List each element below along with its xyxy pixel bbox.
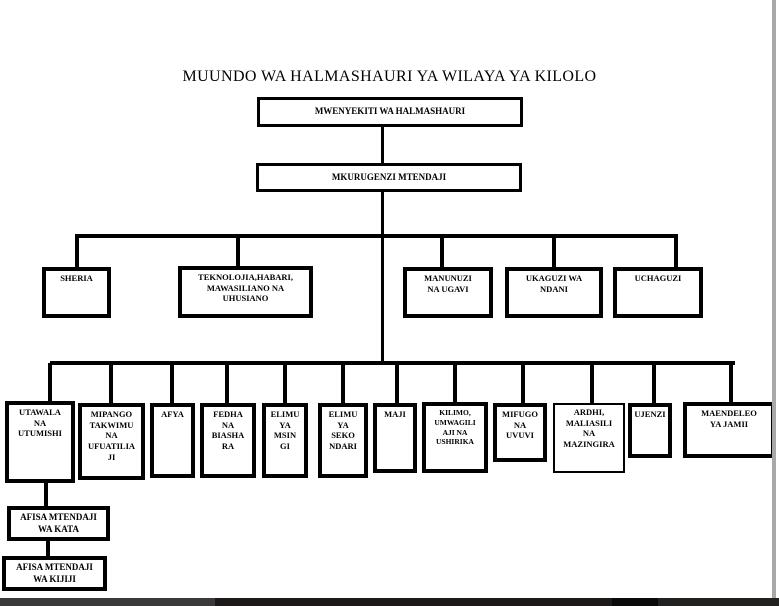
box-maendeleo: MAENDELEO YA JAMII [683, 402, 775, 458]
connector-drop-elimu-sekondari [341, 363, 345, 403]
box-sheria: SHERIA [42, 267, 111, 318]
box-uchaguzi: UCHAGUZI [613, 267, 703, 318]
box-ujenzi: UJENZI [628, 403, 672, 458]
connector-drop-ujenzi [652, 363, 656, 403]
box-ukaguzi: UKAGUZI WA NDANI [505, 267, 603, 318]
connector-drop-ardhi [590, 363, 594, 403]
connector-drop-utawala [48, 363, 52, 403]
connector-drop-maji [395, 363, 399, 403]
connector-drop-fedha [225, 363, 229, 403]
connector-drop-kilimo [453, 363, 457, 403]
connector-drop-afya [170, 363, 174, 403]
connector-drop-maendeleo [729, 363, 733, 403]
connector-drop-manunuzi [440, 236, 444, 267]
connector-row2-horizontal [75, 234, 678, 238]
box-kilimo: KILIMO, UMWAGILI AJI NA USHIRIKA [422, 402, 488, 473]
box-maji: MAJI [373, 403, 417, 473]
connector-drop-uchaguzi [674, 236, 678, 267]
box-elimu-msingi: ELIMU YA MSIN GI [262, 403, 308, 478]
box-manunuzi: MANUNUZI NA UGAVI [403, 267, 493, 318]
chart-title: MUUNDO WA HALMASHAURI YA WILAYA YA KILOL… [182, 68, 597, 85]
box-ardhi: ARDHI, MALIASILI NA MAZINGIRA [553, 403, 625, 473]
taskbar-strip-dark [612, 598, 658, 606]
box-mwenyekiti: MWENYEKITI WA HALMASHAURI [257, 97, 523, 127]
taskbar-strip-main [215, 598, 612, 606]
connector-trunk-2 [381, 192, 384, 363]
box-elimu-sekondari: ELIMU YA SEKO NDARI [318, 403, 368, 478]
box-afisa-kata: AFISA MTENDAJI WA KATA [7, 506, 110, 541]
taskbar-strip-right [658, 598, 779, 606]
box-afya: AFYA [150, 403, 195, 478]
box-teknolojia: TEKNOLOJIA,HABARI, MAWASILIANO NA UHUSIA… [178, 266, 313, 318]
box-afisa-kijiji: AFISA MTENDAJI WA KIJIJI [2, 556, 107, 591]
connector-utawala-kata [44, 483, 48, 507]
box-mipango: MIPANGO TAKWIMU NA UFUATILIA JI [78, 403, 145, 480]
connector-drop-sheria [75, 236, 79, 267]
box-fedha: FEDHA NA BIASHA RA [200, 403, 256, 478]
connector-drop-mipango [109, 363, 113, 403]
box-mifugo: MIFUGO NA UVUVI [493, 403, 547, 462]
box-utawala: UTAWALA NA UTUMISHI [5, 401, 75, 483]
connector-kata-kijiji [46, 541, 50, 557]
connector-drop-ukaguzi [552, 236, 556, 267]
connector-drop-mifugo [521, 363, 525, 403]
connector-drop-teknolojia [236, 236, 240, 267]
connector-row3-horizontal [50, 361, 735, 365]
connector-trunk-1 [381, 127, 384, 164]
page-edge-line [772, 0, 776, 598]
box-mkurugenzi: MKURUGENZI MTENDAJI [256, 163, 522, 192]
taskbar-strip-left [0, 598, 215, 606]
connector-drop-elimu-msingi [283, 363, 287, 403]
